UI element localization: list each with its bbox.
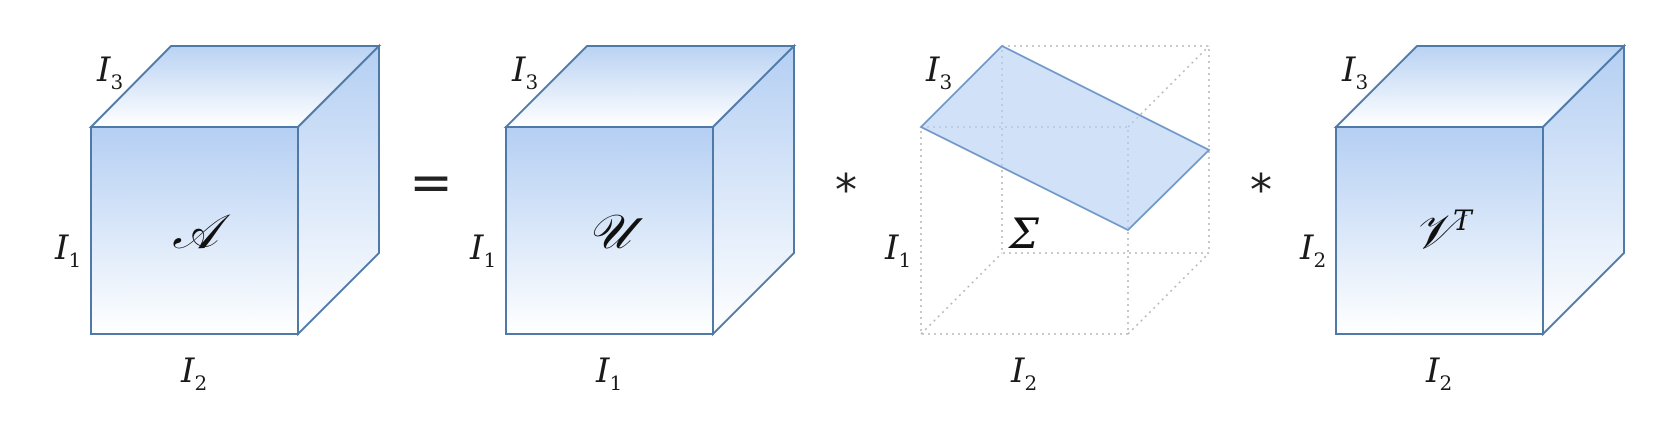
- tensor-sigma-diagonal-slice: [919, 44, 1211, 232]
- equals-sign: =: [409, 153, 453, 213]
- tensor-v-left-label: I2: [1299, 228, 1326, 272]
- multiply-operator-2: *: [1250, 165, 1272, 216]
- tensor-a-left-label: I1: [54, 228, 81, 272]
- tensor-u-front-face: [505, 126, 714, 335]
- multiply-operator-1: *: [835, 165, 857, 216]
- tensor-v-top-label: I3: [1341, 50, 1368, 94]
- tensor-v-transpose-superscript: T: [1453, 204, 1474, 237]
- tensor-v-transpose-cube: 𝒱 T I3 I2 I2: [1299, 43, 1627, 395]
- tensor-sigma-left-label: I1: [884, 228, 911, 272]
- tensor-sigma-symbol: Σ: [1007, 209, 1039, 258]
- tensor-a-front-face: [90, 126, 299, 335]
- tensor-u-bottom-label: I1: [595, 351, 622, 395]
- tensor-u-left-label: I1: [469, 228, 496, 272]
- tensor-u-cube: 𝒰 I3 I1 I1: [469, 43, 797, 395]
- tensor-v-front-face: [1335, 126, 1544, 335]
- tensor-sigma-bottom-label: I2: [1010, 351, 1037, 395]
- tensor-a-bottom-label: I2: [180, 351, 207, 395]
- tensor-sigma-top-label: I3: [925, 50, 952, 94]
- tensor-u-top-label: I3: [511, 50, 538, 94]
- tensor-a-top-label: I3: [96, 50, 123, 94]
- tensor-a-cube: 𝒜 I3 I1 I2: [54, 43, 382, 395]
- tensor-v-bottom-label: I2: [1425, 351, 1452, 395]
- tensor-sigma-cube: Σ I3 I1 I2: [884, 44, 1211, 395]
